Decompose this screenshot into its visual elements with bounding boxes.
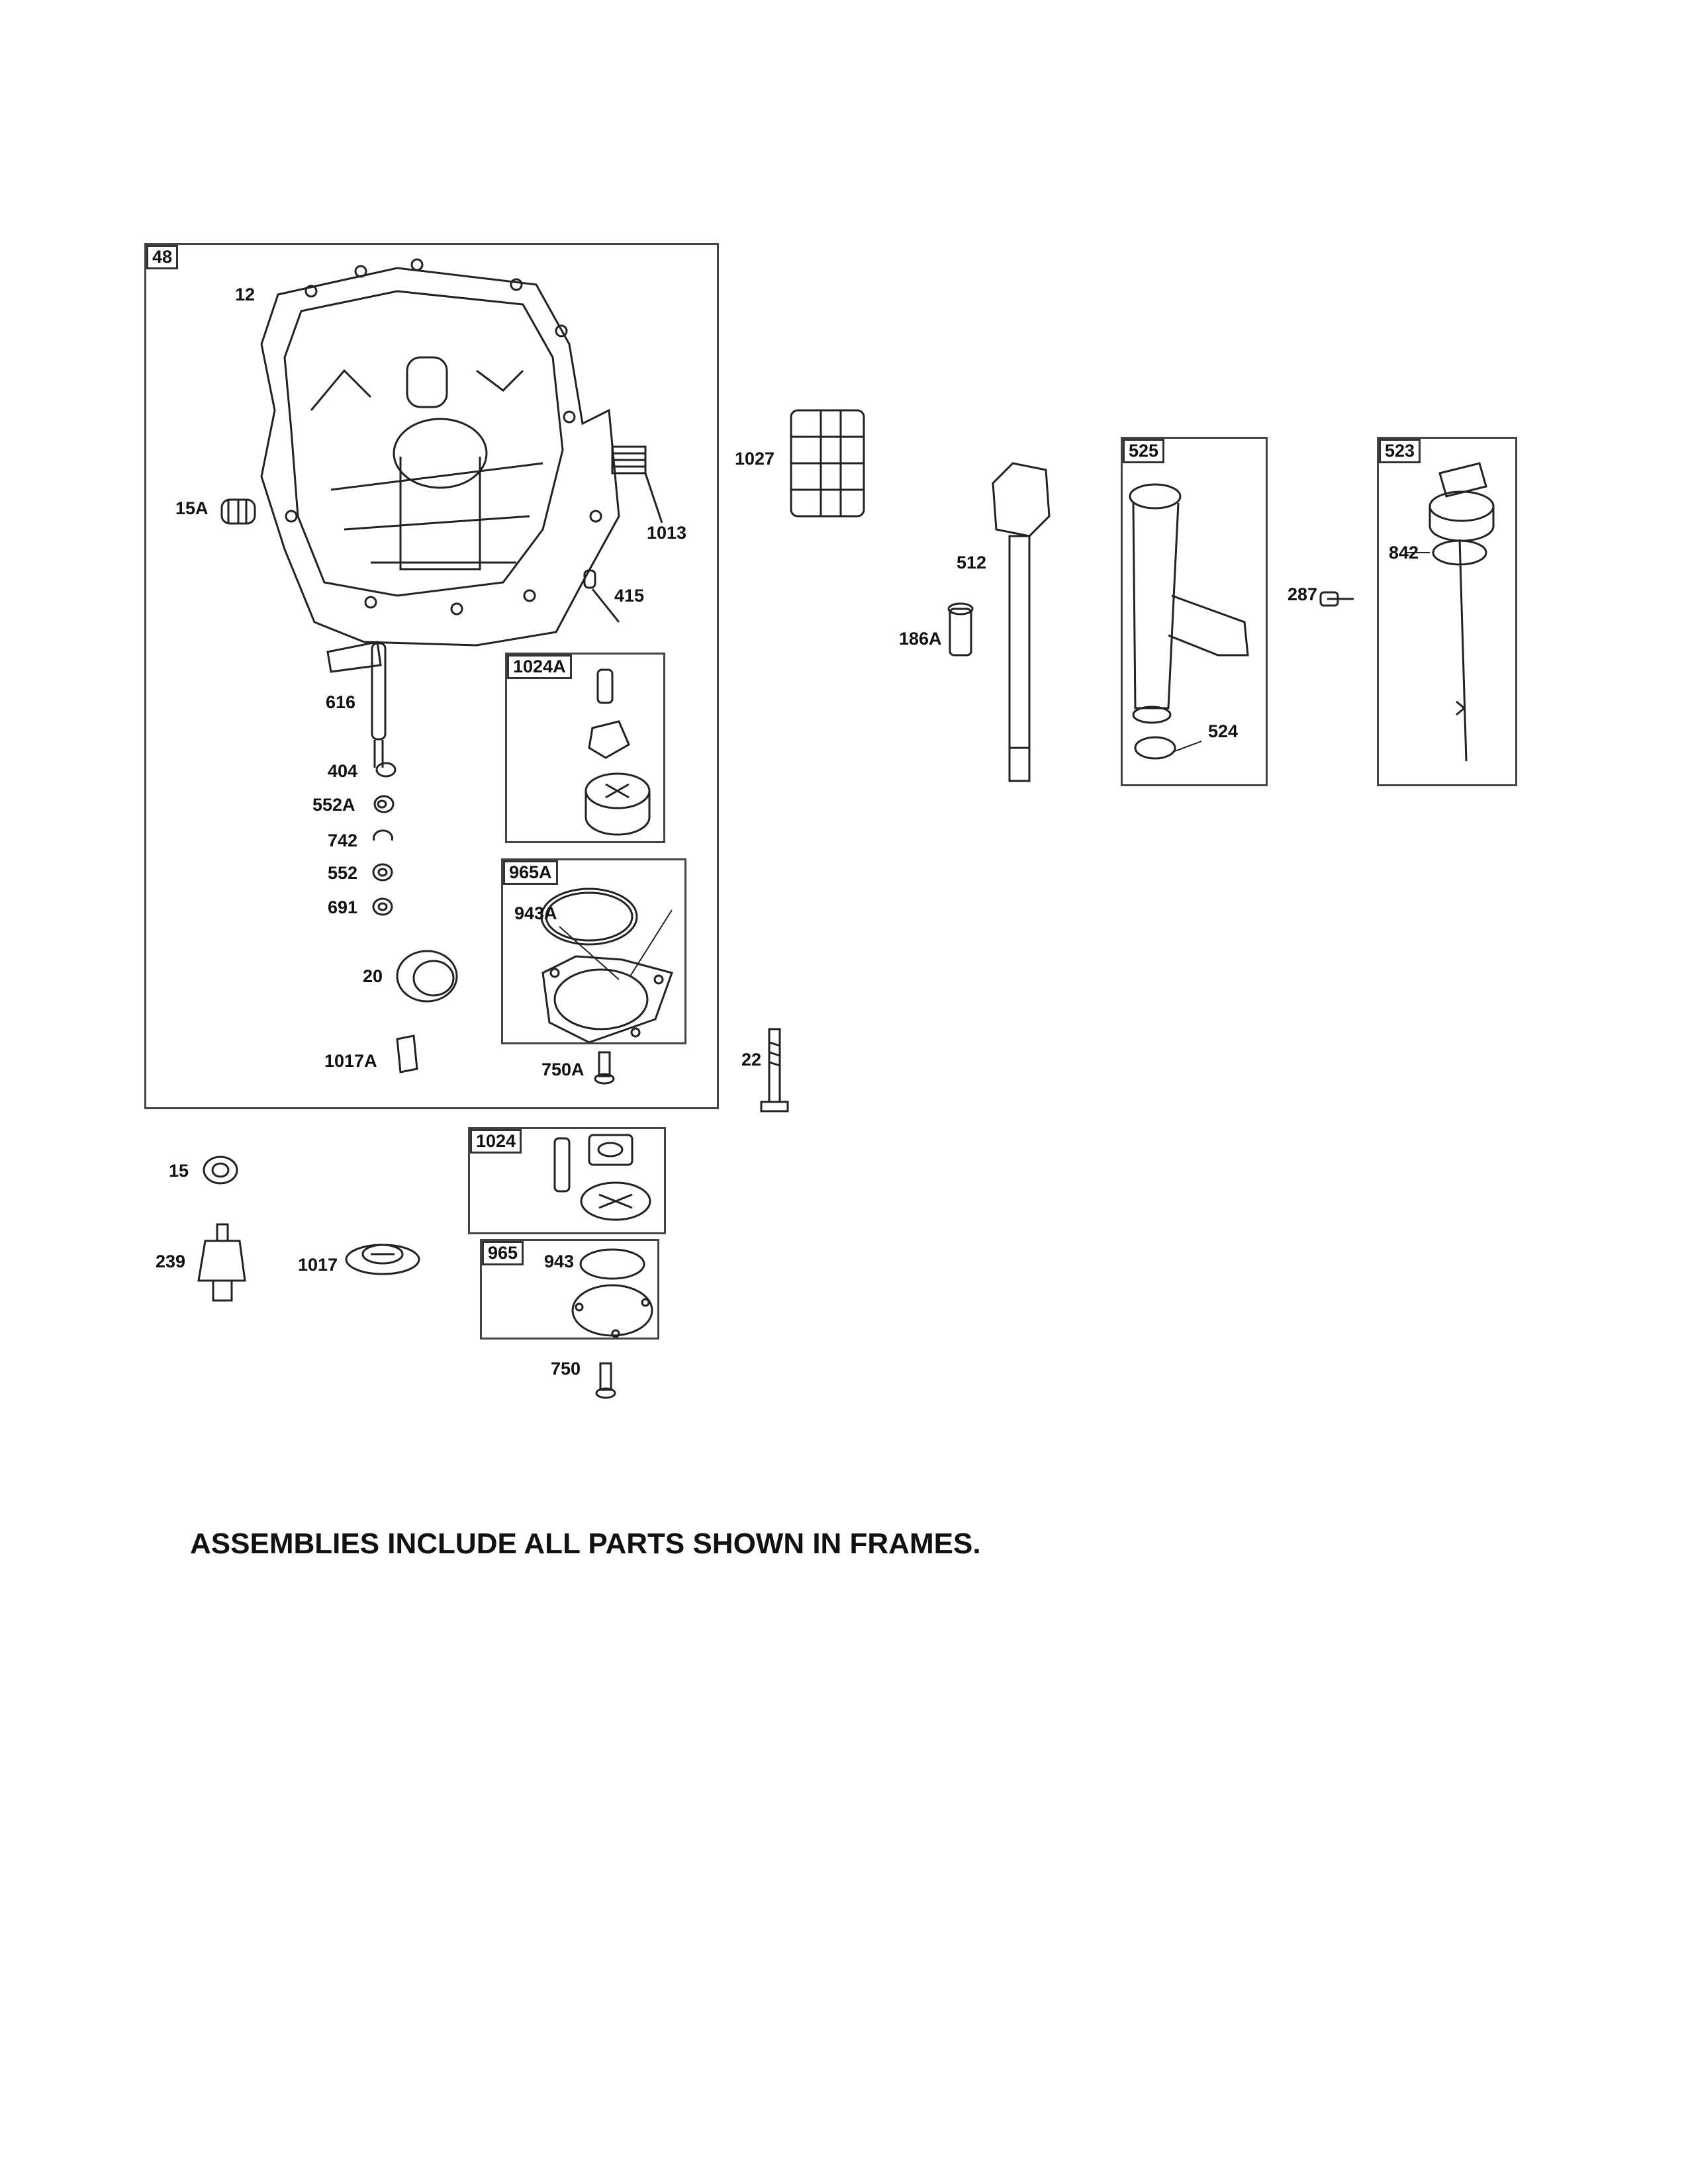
dipstick-523-parts — [1407, 462, 1495, 762]
frame-965A — [501, 858, 686, 1044]
part-1017A — [396, 1034, 418, 1073]
frame-48 — [144, 243, 719, 1109]
dipstick-tube-512-part — [992, 462, 1051, 782]
label-15: 15 — [169, 1161, 189, 1181]
governor-shaft-616-part — [326, 641, 387, 768]
label-15A: 15A — [175, 498, 209, 518]
washer-552A-part — [373, 795, 395, 813]
label-404: 404 — [328, 761, 358, 781]
fitting-186A-part — [947, 602, 974, 657]
frame-965 — [480, 1239, 659, 1340]
plug-15A-part — [220, 498, 256, 525]
dipstick-tube-525-parts — [1129, 483, 1249, 760]
label-552A: 552A — [312, 795, 355, 815]
frame-tag-965: 965 — [482, 1241, 524, 1265]
label-12: 12 — [235, 285, 256, 304]
frame-tag-965A: 965A — [503, 860, 558, 885]
label-287: 287 — [1288, 584, 1318, 604]
frame-tag-525: 525 — [1123, 439, 1165, 463]
frame-525 — [1121, 437, 1268, 786]
label-20: 20 — [363, 966, 383, 986]
crankcase-cover-part — [260, 258, 620, 647]
label-1013: 1013 — [647, 523, 687, 543]
label-616: 616 — [326, 692, 356, 712]
washer-552-part — [372, 863, 393, 882]
clip-742-part — [373, 829, 393, 841]
washer-691-part — [372, 897, 393, 916]
label-1027: 1027 — [735, 449, 775, 469]
part-1017 — [345, 1244, 420, 1275]
label-1017A: 1017A — [324, 1051, 377, 1071]
oil-pump-1024A-parts — [585, 668, 651, 836]
label-1017: 1017 — [298, 1255, 338, 1275]
label-691: 691 — [328, 897, 358, 917]
label-750: 750 — [551, 1359, 581, 1379]
label-742: 742 — [328, 831, 358, 850]
screen-1013-part — [611, 445, 663, 523]
assemblies-note: ASSEMBLIES INCLUDE ALL PARTS SHOWN IN FR… — [190, 1527, 981, 1560]
oil-filter-1027-part — [790, 409, 865, 518]
frame-1024A — [505, 653, 665, 843]
label-415: 415 — [614, 586, 645, 606]
label-512: 512 — [957, 553, 987, 572]
frame-tag-48: 48 — [146, 245, 179, 269]
oil-seal-20-part — [396, 950, 458, 1003]
washer-404-part — [375, 762, 397, 778]
frame-tag-1024A: 1024A — [507, 655, 572, 679]
bolt-750-part — [595, 1362, 616, 1399]
label-22: 22 — [741, 1050, 762, 1069]
frame-1024 — [468, 1127, 666, 1234]
sensor-239-part — [197, 1223, 246, 1302]
label-842: 842 — [1389, 543, 1419, 563]
label-552: 552 — [328, 863, 358, 883]
frame-tag-523: 523 — [1379, 439, 1421, 463]
label-239: 239 — [156, 1251, 186, 1271]
frame-tag-1024: 1024 — [470, 1129, 522, 1154]
label-943: 943 — [544, 1251, 575, 1271]
fitting-415-part — [583, 569, 620, 623]
plug-15-part — [203, 1156, 238, 1185]
label-524: 524 — [1208, 721, 1239, 741]
cover-965-parts — [571, 1248, 653, 1338]
label-186A: 186A — [899, 629, 942, 649]
frame-523 — [1377, 437, 1517, 786]
cover-965A-parts — [540, 887, 673, 1044]
label-750A: 750A — [541, 1060, 585, 1079]
bolt-287-part — [1319, 591, 1354, 607]
oil-pump-1024-parts — [553, 1134, 651, 1221]
label-943A: 943A — [514, 903, 557, 923]
bolt-22-part — [760, 1028, 789, 1113]
bolt-750A-part — [594, 1051, 615, 1085]
